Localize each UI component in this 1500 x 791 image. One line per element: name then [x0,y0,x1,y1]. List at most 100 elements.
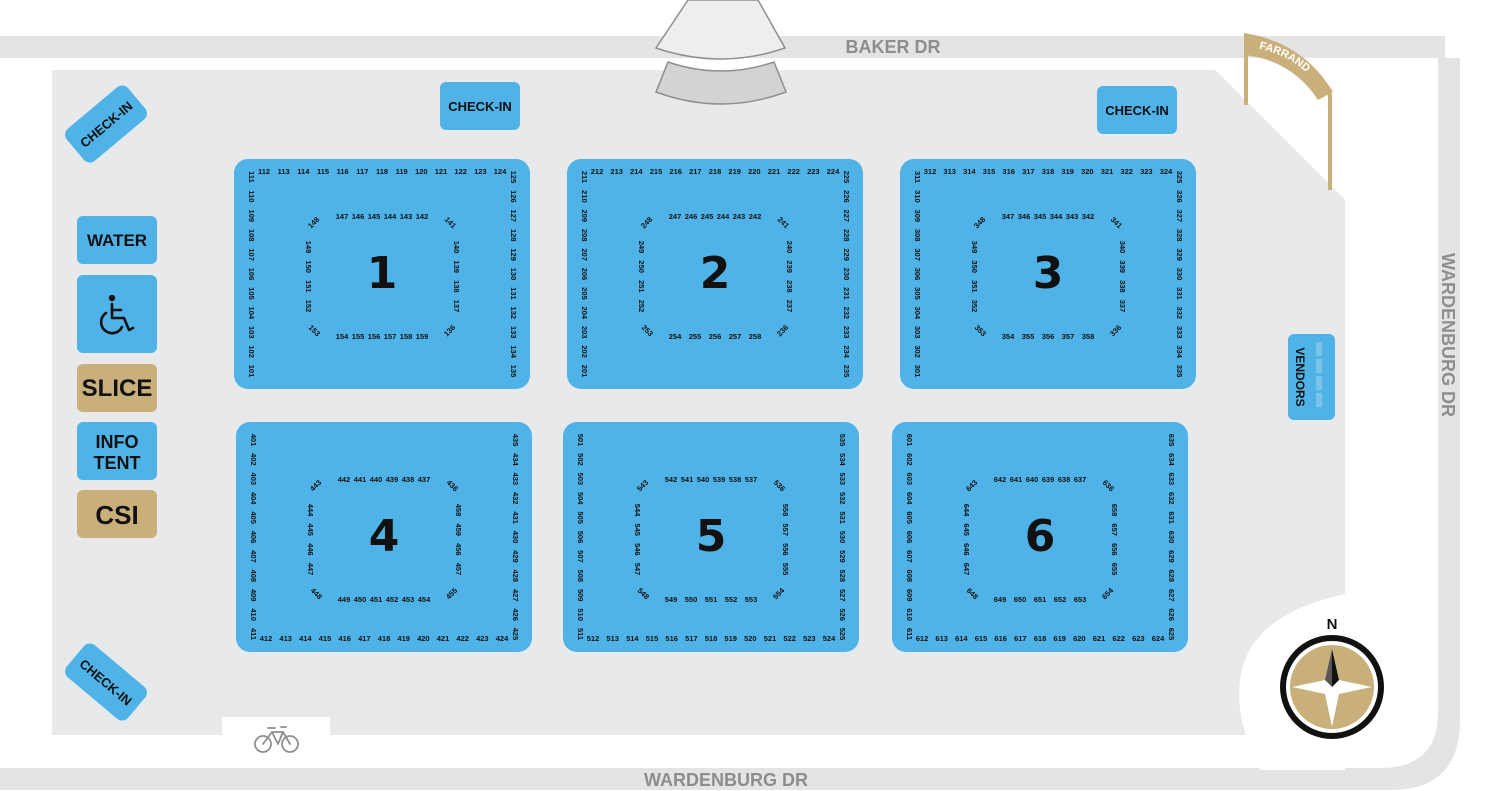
site-label[interactable]: 310 [913,190,922,203]
site-label[interactable]: 228 [842,229,851,242]
site-label[interactable]: 135 [509,365,518,378]
site-label[interactable]: 225 [842,171,851,184]
site-label[interactable]: 113 [278,167,290,176]
site-label[interactable]: 237 [785,300,794,313]
site-label[interactable]: 614 [955,634,968,643]
site-label[interactable]: 346 [1018,212,1031,221]
site-label[interactable]: 133 [509,326,518,339]
site-label[interactable]: 307 [913,248,922,261]
site-label[interactable]: 357 [1062,332,1075,341]
site-label[interactable]: 338 [1118,280,1127,293]
site-label[interactable]: 337 [1118,300,1127,313]
site-label[interactable]: 616 [994,634,1007,643]
site-label[interactable]: 603 [905,473,914,486]
checkin-booth-top-center[interactable]: CHECK-IN [440,82,520,130]
site-label[interactable]: 517 [685,634,698,643]
site-label[interactable]: 449 [338,595,351,604]
site-label[interactable]: 208 [580,229,589,242]
site-label[interactable]: 356 [1042,332,1055,341]
site-label[interactable]: 231 [842,287,851,300]
site-label[interactable]: 422 [456,634,469,643]
site-label[interactable]: 415 [319,634,332,643]
site-label[interactable]: 651 [1034,595,1047,604]
site-label[interactable]: 104 [247,307,256,320]
site-label[interactable]: 124 [494,167,507,176]
site-label[interactable]: 116 [337,167,349,176]
site-label[interactable]: 551 [705,595,718,604]
site-label[interactable]: 332 [1175,307,1184,320]
site-label[interactable]: 627 [1167,589,1176,602]
site-label[interactable]: 650 [1014,595,1027,604]
site-label[interactable]: 620 [1073,634,1086,643]
site-label[interactable]: 426 [511,608,520,621]
site-label[interactable]: 634 [1167,453,1176,466]
site-label[interactable]: 149 [304,241,313,254]
site-label[interactable]: 312 [924,167,937,176]
site-label[interactable]: 539 [713,475,726,484]
site-label[interactable]: 420 [417,634,430,643]
site-label[interactable]: 358 [1082,332,1095,341]
site-label[interactable]: 658 [1110,504,1119,517]
site-label[interactable]: 604 [905,492,914,505]
site-label[interactable]: 445 [306,523,315,536]
site-label[interactable]: 303 [913,326,922,339]
site-label[interactable]: 107 [247,248,256,261]
site-label[interactable]: 531 [838,511,847,524]
site-label[interactable]: 352 [970,300,979,313]
site-label[interactable]: 524 [823,634,836,643]
site-label[interactable]: 250 [637,260,646,273]
site-label[interactable]: 618 [1034,634,1047,643]
site-label[interactable]: 538 [729,475,742,484]
site-label[interactable]: 212 [591,167,604,176]
site-label[interactable]: 134 [509,345,518,358]
site-label[interactable]: 301 [913,365,922,378]
site-label[interactable]: 343 [1066,212,1079,221]
site-label[interactable]: 327 [1175,210,1184,223]
site-label[interactable]: 507 [576,550,585,563]
site-label[interactable]: 633 [1167,473,1176,486]
site-label[interactable]: 516 [665,634,678,643]
site-label[interactable]: 501 [576,434,585,447]
site-label[interactable]: 246 [685,212,698,221]
site-label[interactable]: 535 [838,434,847,447]
site-label[interactable]: 652 [1054,595,1067,604]
site-label[interactable]: 302 [913,345,922,358]
site-label[interactable]: 613 [935,634,948,643]
site-label[interactable]: 639 [1042,475,1055,484]
checkin-booth-top-right[interactable]: CHECK-IN [1097,86,1177,134]
site-label[interactable]: 555 [781,563,790,576]
site-label[interactable]: 152 [304,300,313,313]
site-label[interactable]: 220 [748,167,761,176]
site-label[interactable]: 218 [709,167,722,176]
site-label[interactable]: 131 [509,287,518,300]
site-label[interactable]: 308 [913,229,922,242]
site-label[interactable]: 520 [744,634,757,643]
site-label[interactable]: 621 [1093,634,1106,643]
site-label[interactable]: 550 [685,595,698,604]
site-label[interactable]: 530 [838,531,847,544]
site-label[interactable]: 626 [1167,608,1176,621]
site-label[interactable]: 439 [386,475,399,484]
site-label[interactable]: 510 [576,608,585,621]
water-station[interactable]: WATER [77,216,157,264]
site-label[interactable]: 235 [842,365,851,378]
site-label[interactable]: 216 [669,167,682,176]
site-label[interactable]: 354 [1002,332,1015,341]
site-label[interactable]: 402 [249,453,258,466]
site-label[interactable]: 222 [787,167,800,176]
site-label[interactable]: 407 [249,550,258,563]
site-label[interactable]: 410 [249,608,258,621]
site-label[interactable]: 417 [358,634,371,643]
site-label[interactable]: 215 [650,167,663,176]
site-label[interactable]: 556 [781,543,790,556]
site-label[interactable]: 617 [1014,634,1027,643]
site-label[interactable]: 249 [637,241,646,254]
site-label[interactable]: 547 [633,563,642,576]
site-label[interactable]: 558 [781,504,790,517]
site-label[interactable]: 350 [970,260,979,273]
site-label[interactable]: 512 [587,634,600,643]
site-label[interactable]: 144 [384,212,397,221]
site-label[interactable]: 101 [247,365,256,378]
